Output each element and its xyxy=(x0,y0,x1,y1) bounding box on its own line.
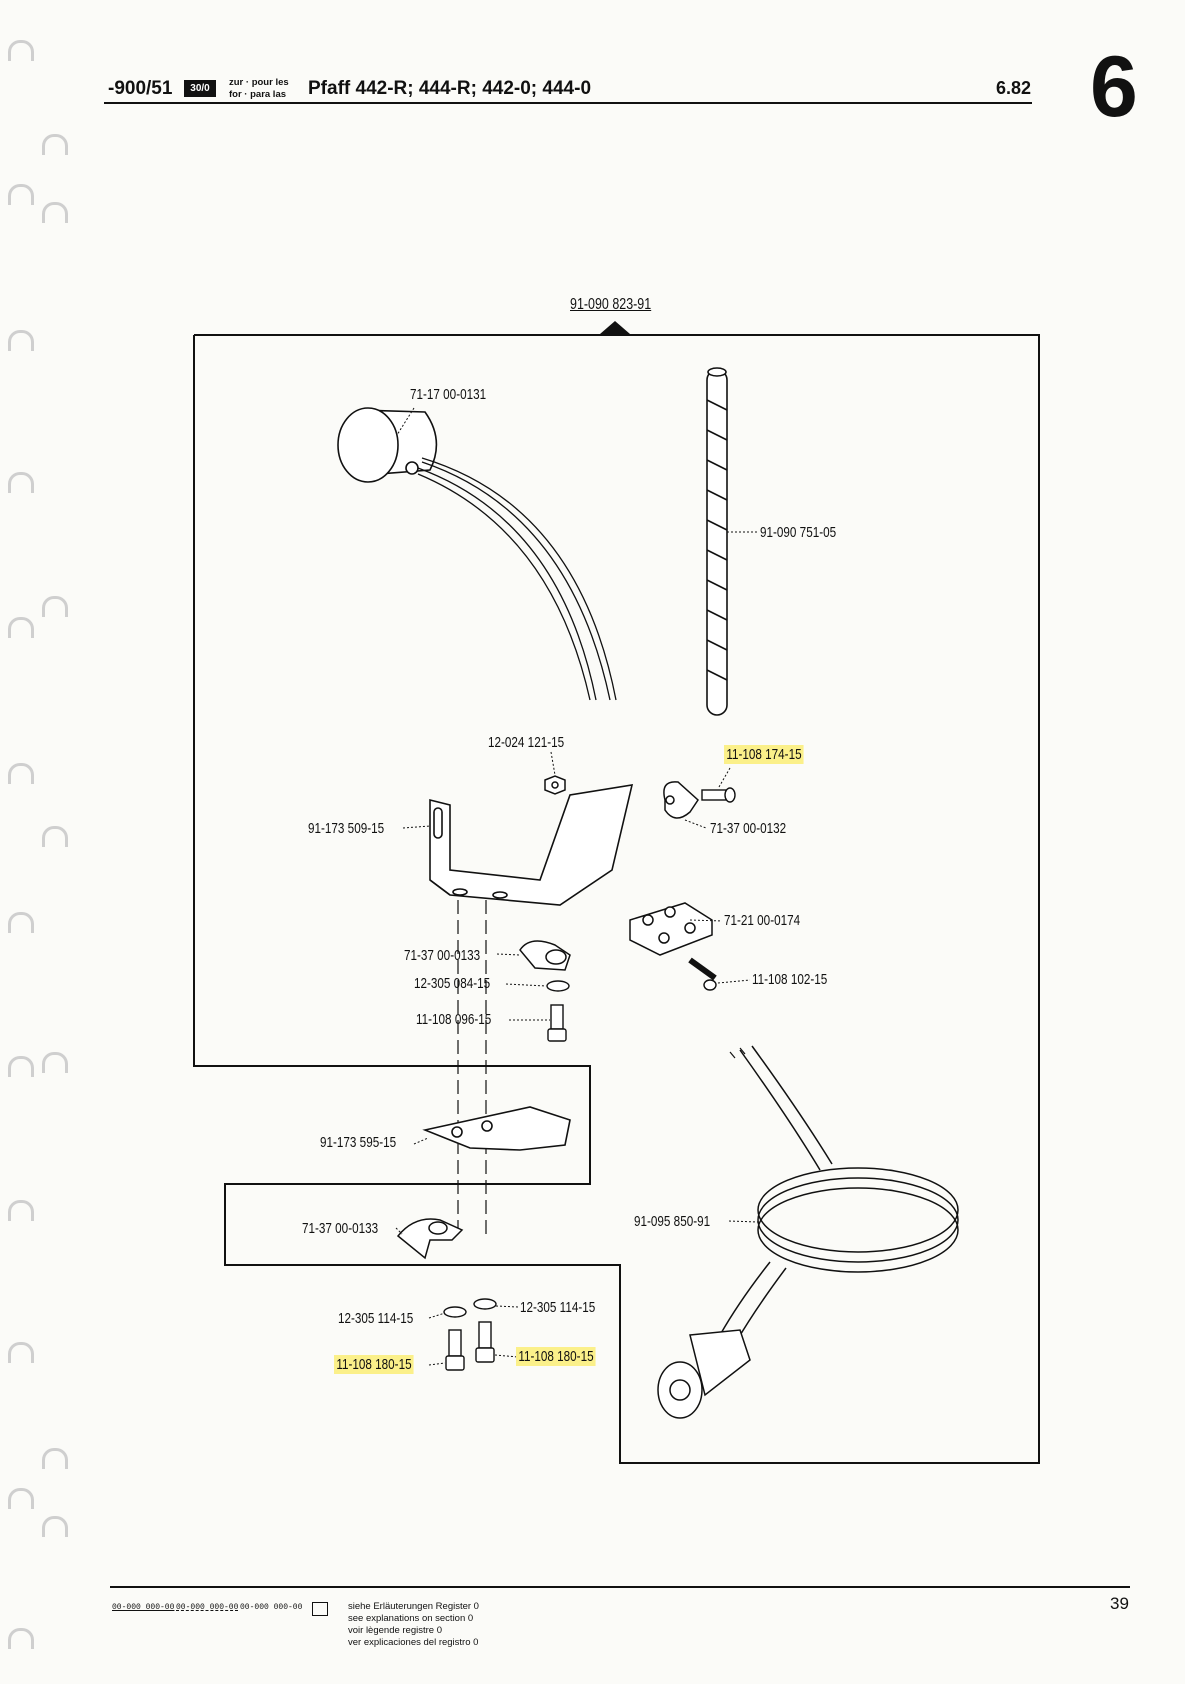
part-label: 11-108 096-15 xyxy=(416,1011,492,1028)
punch-hole xyxy=(8,330,34,351)
drawing-frame xyxy=(193,334,1040,1464)
punch-hole xyxy=(8,40,34,61)
footer-notes: siehe Erläuterungen Register 0 see expla… xyxy=(348,1601,479,1649)
catalog-code: -900/51 xyxy=(108,78,173,99)
screw-102-part xyxy=(688,957,717,991)
part-label: 71-37 00-0133 xyxy=(404,947,481,964)
part-label: 91-090 751-05 xyxy=(760,524,837,541)
section-number: 6 xyxy=(1090,39,1138,135)
part-label: 12-305 084-15 xyxy=(414,975,491,992)
leader-lines xyxy=(395,407,759,1366)
magnet-wires xyxy=(417,457,617,701)
washer-114-left-part xyxy=(443,1306,467,1318)
punch-hole xyxy=(42,202,68,223)
footer-code-1: 00-000 000-00 xyxy=(112,1603,175,1612)
punch-hole xyxy=(8,617,34,638)
punch-hole xyxy=(8,184,34,205)
punch-hole xyxy=(42,1052,68,1073)
punch-hole xyxy=(42,134,68,155)
part-label: 12-024 121-15 xyxy=(488,734,565,751)
punch-hole xyxy=(42,596,68,617)
assembly-axis-lines xyxy=(457,900,487,1240)
terminal-block-part xyxy=(629,902,713,956)
magnet-part xyxy=(337,407,438,483)
part-label: 71-21 00-0174 xyxy=(724,912,801,929)
part-label-highlighted: 11-108 180-15 xyxy=(516,1347,596,1366)
part-label-highlighted: 11-108 174-15 xyxy=(724,745,804,764)
footer-code-3: 00-000 000-00 xyxy=(240,1603,303,1612)
cable-connector-part xyxy=(657,1329,751,1419)
punch-hole xyxy=(8,1488,34,1509)
cable-tips xyxy=(729,1047,746,1059)
assembly-number: 91-090 823-91 xyxy=(570,296,652,313)
footer-code-2: 00-000 000-00 xyxy=(176,1603,239,1612)
page-number: 39 xyxy=(1110,1594,1129,1613)
punch-hole xyxy=(42,1516,68,1537)
assembly-arrow-marker xyxy=(600,321,630,334)
catalog-badge: 30/0 xyxy=(184,80,216,97)
edition-date: 6.82 xyxy=(996,78,1032,98)
washer-084-part xyxy=(546,980,570,992)
screw-174-part xyxy=(701,787,736,803)
footer-note-en: see explanations on section 0 xyxy=(348,1613,474,1624)
clamp-0133-upper-part xyxy=(519,940,571,971)
part-label: 71-17 00-0131 xyxy=(410,386,487,403)
screw-096-part xyxy=(547,1004,567,1042)
punch-hole xyxy=(8,1200,34,1221)
footer-note-es: ver explicaciones del registro 0 xyxy=(348,1637,479,1648)
screw-180-right-part xyxy=(475,1321,495,1363)
punch-hole xyxy=(8,472,34,493)
lang-line-2: for · para las xyxy=(229,89,287,100)
plate-part xyxy=(422,1106,571,1151)
header-rule xyxy=(104,102,1032,104)
clamp-0132-part xyxy=(663,781,699,819)
part-label-highlighted: 11-108 180-15 xyxy=(334,1355,414,1374)
washer-114-right-part xyxy=(473,1298,497,1310)
footer-rule xyxy=(110,1586,1130,1588)
punch-hole xyxy=(8,1056,34,1077)
lang-line-1: zur · pour les xyxy=(229,77,289,88)
nut-part xyxy=(544,775,566,795)
screw-180-left-part xyxy=(445,1329,465,1371)
part-label: 71-37 00-0133 xyxy=(302,1220,379,1237)
rod-part xyxy=(706,367,728,716)
bracket-part xyxy=(429,784,634,906)
footer-note-de: siehe Erläuterungen Register 0 xyxy=(348,1601,479,1612)
part-label: 12-305 114-15 xyxy=(520,1299,596,1316)
footer-checkbox-symbol xyxy=(312,1602,328,1616)
page-title: Pfaff 442-R; 444-R; 442-0; 444-0 xyxy=(308,78,592,99)
part-label: 91-173 595-15 xyxy=(320,1134,397,1151)
part-label: 91-095 850-91 xyxy=(634,1213,711,1230)
punch-hole xyxy=(42,1448,68,1469)
part-label: 11-108 102-15 xyxy=(752,971,828,988)
clamp-0133-lower-part xyxy=(396,1218,464,1260)
part-label: 91-173 509-15 xyxy=(308,820,385,837)
cable-part xyxy=(719,1045,959,1343)
punch-hole xyxy=(8,1342,34,1363)
punch-hole xyxy=(8,912,34,933)
punch-hole xyxy=(8,1628,34,1649)
part-label: 71-37 00-0132 xyxy=(710,820,787,837)
punch-hole xyxy=(42,826,68,847)
footer-note-fr: voir lègende registre 0 xyxy=(348,1625,442,1636)
part-label: 12-305 114-15 xyxy=(338,1310,414,1327)
punch-hole xyxy=(8,763,34,784)
